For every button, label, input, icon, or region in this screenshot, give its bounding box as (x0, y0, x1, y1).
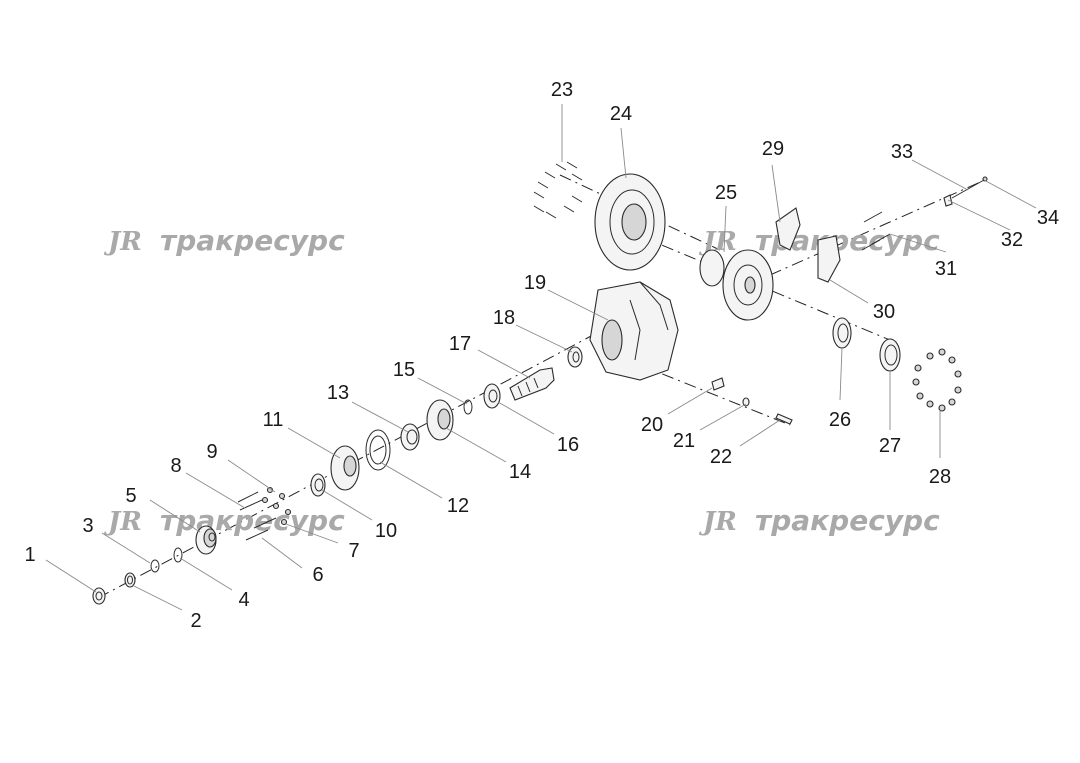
watermark-text: тракресурс (755, 504, 940, 537)
watermark-3: JR тракресурс (103, 504, 345, 537)
parts (92, 161, 988, 605)
part-25-differential (699, 249, 774, 321)
part-28-nuts (912, 348, 962, 412)
callout-8: 8 (170, 455, 181, 477)
callout-30: 30 (873, 301, 895, 323)
part-14-housing (426, 399, 454, 441)
callout-17: 17 (449, 333, 471, 355)
callout-14: 14 (509, 461, 531, 483)
callout-24: 24 (610, 103, 632, 125)
callout-23: 23 (551, 79, 573, 101)
part-5-flange (195, 525, 217, 555)
part-6-bolts (237, 491, 277, 541)
part-34-pin (951, 176, 988, 199)
watermark-text: тракресурс (160, 504, 345, 537)
callout-26: 26 (829, 409, 851, 431)
callout-22: 22 (710, 446, 732, 468)
watermark-logo: JR (103, 227, 142, 257)
callout-numbers: 1 2 3 4 5 6 7 8 9 10 11 12 13 14 15 16 1… (24, 79, 1059, 632)
part-32-lock-plate (943, 194, 953, 207)
callout-1: 1 (24, 544, 35, 566)
callout-31: 31 (935, 258, 957, 280)
part-1-nut (92, 587, 106, 605)
callout-18: 18 (493, 307, 515, 329)
callout-25: 25 (715, 182, 737, 204)
callout-12: 12 (447, 495, 469, 517)
part-24-ring-gear (594, 173, 666, 271)
callout-33: 33 (891, 141, 913, 163)
part-3-ring (150, 559, 160, 573)
part-2-washer (124, 572, 136, 588)
callout-13: 13 (327, 382, 349, 404)
callout-10: 10 (375, 520, 397, 542)
leader-lines (45, 104, 1037, 611)
callout-19: 19 (524, 272, 546, 294)
part-20-plug (711, 377, 725, 391)
part-29-bearing-cap (775, 207, 801, 251)
part-13-bearing (400, 423, 420, 451)
part-30-bearing-cap (817, 235, 841, 283)
part-15-ring (463, 399, 473, 415)
callout-21: 21 (673, 430, 695, 452)
part-23-bolts (533, 161, 583, 219)
part-12-gasket (365, 429, 391, 471)
callout-4: 4 (238, 589, 249, 611)
part-21-washer (742, 397, 750, 407)
callout-7: 7 (348, 540, 359, 562)
part-22-pin (775, 413, 793, 425)
callout-9: 9 (206, 441, 217, 463)
callout-34: 34 (1037, 207, 1059, 229)
part-19-carrier-housing (589, 281, 679, 381)
callout-32: 32 (1001, 229, 1023, 251)
part-16-bearing (483, 383, 501, 409)
callout-27: 27 (879, 435, 901, 457)
callout-5: 5 (125, 485, 136, 507)
callout-28: 28 (929, 466, 951, 488)
part-10-bearing (310, 473, 326, 497)
watermark-text: тракресурс (160, 224, 345, 257)
callout-20: 20 (641, 414, 663, 436)
callout-11: 11 (263, 409, 284, 431)
watermark-logo: JR (698, 507, 737, 537)
callout-3: 3 (82, 515, 93, 537)
part-11-cover (330, 445, 360, 491)
watermark-4: JR тракресурс (698, 504, 940, 537)
callout-29: 29 (762, 138, 784, 160)
callout-16: 16 (557, 434, 579, 456)
part-31-bolts (861, 211, 891, 251)
callout-15: 15 (393, 359, 415, 381)
watermark-1: JR тракресурс (103, 224, 345, 257)
part-7-nuts (261, 486, 292, 526)
callout-2: 2 (190, 610, 201, 632)
part-27-bearing (879, 338, 901, 372)
part-4-ring (173, 547, 183, 563)
part-18-bearing (567, 346, 583, 368)
callout-6: 6 (312, 564, 323, 586)
watermark-logo: JR (103, 507, 142, 537)
part-26-bearing (832, 317, 852, 349)
part-17-pinion (509, 367, 555, 401)
